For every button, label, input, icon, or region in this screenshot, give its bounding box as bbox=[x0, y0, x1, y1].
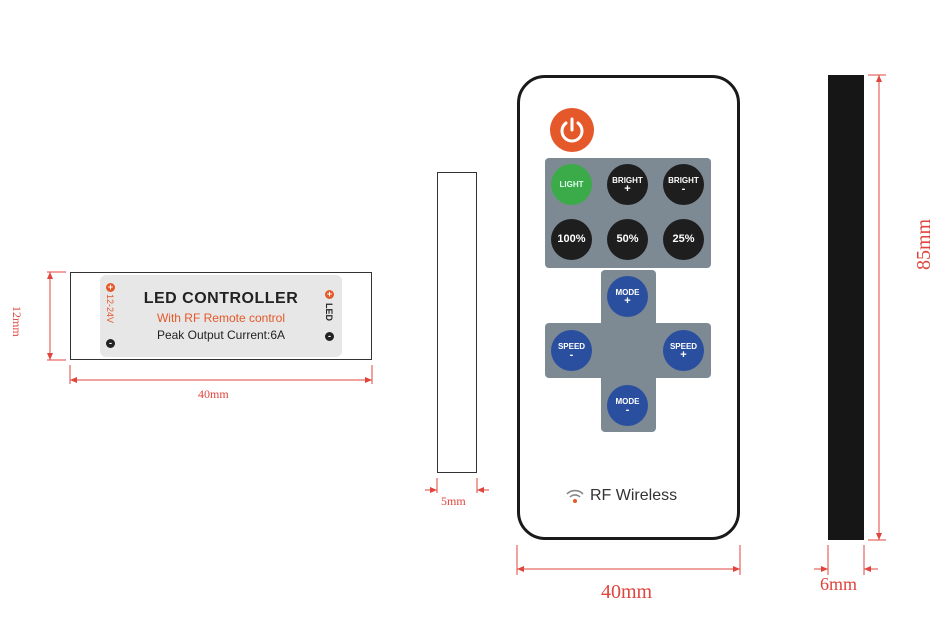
power-icon bbox=[560, 117, 584, 143]
controller-subtitle: With RF Remote control bbox=[156, 311, 286, 325]
brightness-25-label: 25% bbox=[672, 233, 695, 245]
brightness-50-button[interactable]: 50% bbox=[607, 219, 648, 260]
input-plus-icon: + bbox=[106, 282, 115, 292]
speed-minus-button[interactable]: SPEED - bbox=[551, 330, 592, 371]
brightness-25-button[interactable]: 25% bbox=[663, 219, 704, 260]
speed-plus-label: SPEED bbox=[669, 341, 698, 351]
brightness-100-button[interactable]: 100% bbox=[551, 219, 592, 260]
output-plus-icon: + bbox=[325, 289, 334, 299]
controller-title: LED CONTROLLER bbox=[143, 290, 299, 307]
light-button[interactable]: LIGHT bbox=[551, 164, 592, 205]
rf-wireless-label: RF Wireless bbox=[590, 487, 678, 504]
brightness-50-label: 50% bbox=[616, 233, 639, 245]
bright-plus-label: BRIGHT bbox=[612, 175, 643, 185]
mode-minus-label: MODE bbox=[615, 396, 640, 406]
speed-minus-label: SPEED bbox=[557, 341, 586, 351]
bright-plus-button[interactable]: BRIGHT + bbox=[607, 164, 648, 205]
remote-height-label: 85mm bbox=[913, 218, 930, 270]
remote-width-label: 40mm bbox=[601, 581, 653, 603]
mode-minus-button[interactable]: MODE - bbox=[607, 385, 648, 426]
controller-label-panel bbox=[100, 275, 342, 357]
input-voltage-label: 12-24V bbox=[105, 294, 115, 324]
output-minus-icon: - bbox=[325, 332, 334, 341]
remote-thickness-profile bbox=[828, 75, 864, 540]
controller-peak-current: Peak Output Current:6A bbox=[156, 328, 286, 342]
output-led-label: LED bbox=[324, 303, 334, 321]
controller-height-label: 12mm bbox=[10, 306, 24, 337]
brightness-100-label: 100% bbox=[557, 233, 586, 245]
thickness-width-label: 6mm bbox=[820, 574, 858, 594]
speed-plus-sign: + bbox=[680, 348, 687, 361]
bright-minus-button[interactable]: BRIGHT - bbox=[663, 164, 704, 205]
mode-plus-button[interactable]: MODE + bbox=[607, 276, 648, 317]
side-width-label: 5mm bbox=[441, 494, 466, 508]
bright-minus-label: BRIGHT bbox=[668, 175, 699, 185]
mode-plus-label: MODE bbox=[615, 287, 640, 297]
mode-minus-sign: - bbox=[625, 403, 630, 416]
controller-width-label: 40mm bbox=[198, 387, 229, 401]
bright-minus-sign: - bbox=[681, 182, 686, 195]
speed-minus-sign: - bbox=[569, 348, 574, 361]
light-button-label: LIGHT bbox=[559, 180, 584, 189]
speed-plus-button[interactable]: SPEED + bbox=[663, 330, 704, 371]
mode-plus-sign: + bbox=[624, 294, 631, 307]
wireless-icon bbox=[566, 489, 584, 503]
bright-plus-sign: + bbox=[624, 182, 631, 195]
input-minus-icon: - bbox=[106, 339, 115, 348]
controller-side-profile bbox=[437, 172, 477, 473]
power-button[interactable] bbox=[550, 108, 594, 152]
